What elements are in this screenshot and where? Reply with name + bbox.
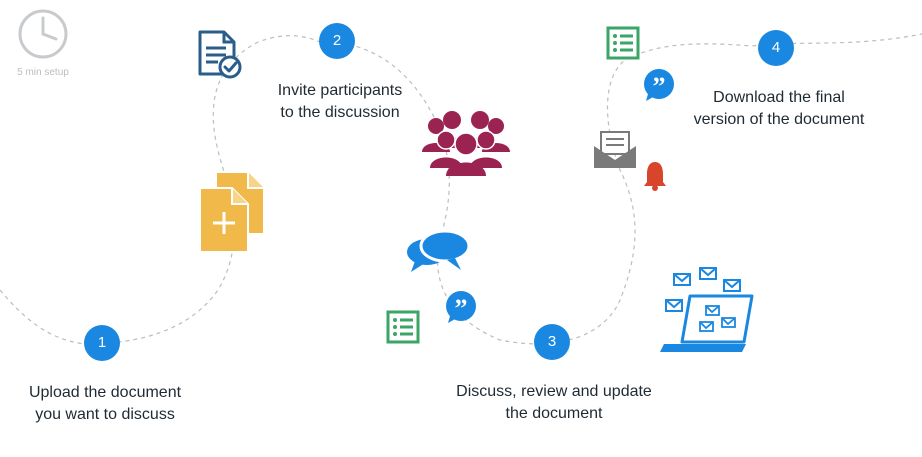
svg-text:”: ” — [653, 72, 666, 101]
quote-bubble-icon: ” — [644, 69, 674, 101]
document-check-icon — [198, 30, 242, 79]
step-2-caption: Invite participants to the discussion — [240, 80, 440, 124]
add-document-icon — [199, 171, 265, 253]
svg-text:”: ” — [455, 294, 468, 323]
quote-bubble-icon: ” — [446, 291, 476, 323]
step-2-line-1: Invite participants — [277, 82, 403, 99]
step-1-line-2: you want to discuss — [35, 406, 175, 423]
step-1-line-1: Upload the document — [28, 384, 182, 401]
step-3-caption: Discuss, review and update the document — [434, 381, 674, 425]
step-2-line-2: to the discussion — [280, 104, 400, 121]
step-1-number: 1 — [84, 325, 120, 361]
step-1-caption: Upload the document you want to discuss — [5, 382, 205, 426]
checklist-icon — [386, 310, 420, 344]
participants-group-icon — [422, 111, 510, 176]
chat-bubbles-icon — [407, 229, 471, 272]
setup-badge: 5 min setup — [8, 8, 78, 78]
step-4-caption: Download the final version of the docume… — [674, 87, 884, 131]
laptop-emails-icon — [660, 267, 754, 352]
step-4-line-1: Download the final — [713, 89, 845, 106]
bell-icon — [644, 162, 666, 191]
setup-label: 5 min setup — [17, 67, 69, 78]
step-2-number: 2 — [319, 23, 355, 59]
step-3-number: 3 — [534, 324, 570, 360]
clock-icon — [18, 9, 68, 59]
checklist-icon — [606, 26, 640, 60]
step-3-line-2: the document — [505, 405, 603, 422]
step-4-number: 4 — [758, 30, 794, 66]
step-4-line-2: version of the document — [693, 111, 865, 128]
step-3-line-1: Discuss, review and update — [456, 383, 652, 400]
envelope-icon — [594, 131, 636, 168]
